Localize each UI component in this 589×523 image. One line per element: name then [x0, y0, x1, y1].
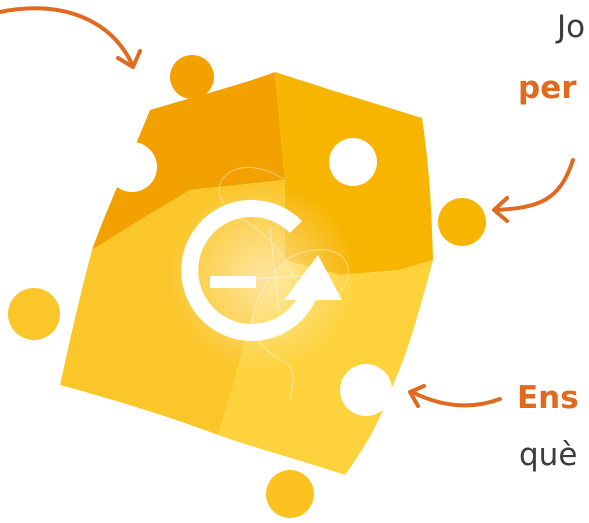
- curved-arrow-icon: [0, 6, 142, 69]
- puzzle-blank-top: [329, 138, 377, 186]
- puzzle-blank-left: [107, 142, 157, 192]
- puzzle-piece-top-left: [92, 72, 285, 250]
- puzzle-blank-right: [340, 364, 392, 416]
- puzzle-knob-bottom: [266, 470, 314, 518]
- refresh-circular-arrow-icon: [181, 199, 342, 341]
- puzzle-knob-left: [8, 288, 60, 340]
- puzzle-knob-right: [438, 198, 486, 246]
- bottom-bold-text: Ens: [517, 380, 579, 416]
- top-text: Jo: [557, 9, 586, 45]
- curved-arrow-icon: [408, 384, 502, 408]
- puzzle-knob-top: [170, 55, 214, 99]
- bottom-text: què: [519, 437, 578, 473]
- top-bold-text: per: [518, 70, 577, 106]
- curved-arrow-icon: [492, 158, 575, 223]
